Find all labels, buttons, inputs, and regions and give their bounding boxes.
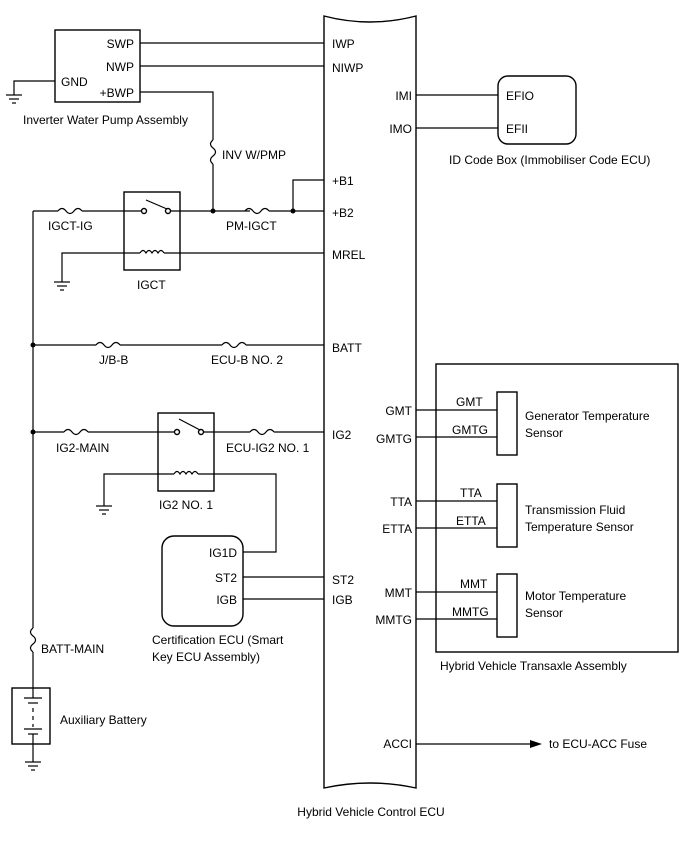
hv-ecu-label: Hybrid Vehicle Control ECU (297, 805, 444, 819)
fuse-label-jb-b: J/B-B (99, 353, 128, 367)
pin-mrel: MREL (332, 248, 366, 262)
wire-pump-gnd (13, 80, 55, 95)
cert-ecu-label-2: Key ECU Assembly) (152, 650, 260, 664)
auxiliary-battery-box (11, 687, 51, 745)
motor-sensor-label-2: Sensor (525, 606, 563, 620)
cert-ecu-label-1: Certification ECU (Smart (152, 633, 284, 647)
pin-acci: ACCI (383, 737, 412, 751)
gen-sensor-label-1: Generator Temperature (525, 409, 650, 423)
wire-b1 (292, 179, 324, 211)
id-code-box (497, 75, 577, 145)
acc-output-label: to ECU-ACC Fuse (549, 737, 647, 751)
inverter-pump-label: Inverter Water Pump Assembly (23, 113, 188, 127)
ig2-coil (173, 470, 199, 476)
generator-sensor-box (496, 391, 518, 456)
fuse-label-pm-igct: PM-IGCT (226, 219, 277, 233)
pin-tta: TTA (390, 495, 412, 509)
fuse-label-ecu-ig2-no1: ECU-IG2 NO. 1 (226, 441, 310, 455)
pump-pin-bwp: +BWP (100, 86, 134, 100)
fuse-icon-pm-igct (244, 207, 270, 215)
fluid-sensor-label-2: Temperature Sensor (525, 520, 634, 534)
ig2-no1-relay-box (157, 412, 215, 492)
cert-pin-igb: IGB (216, 593, 237, 607)
ground-icon-igct (54, 281, 70, 291)
pin-imo: IMO (389, 122, 412, 136)
pin-gmtg: GMTG (376, 432, 412, 446)
id-pin-efii: EFII (506, 122, 528, 136)
motor-pin-mmtg: MMTG (452, 605, 489, 619)
ground-icon-ig2 (96, 505, 112, 515)
pin-batt: BATT (332, 341, 362, 355)
arrow-right-icon (530, 740, 542, 748)
fluid-sensor-label-1: Transmission Fluid (525, 503, 625, 517)
pin-b2: +B2 (332, 206, 354, 220)
igct-switch-contact (145, 199, 168, 210)
fuse-icon-inv-wpmp (209, 139, 217, 165)
pin-mmt: MMT (385, 586, 413, 600)
motor-sensor-label-1: Motor Temperature (525, 589, 626, 603)
cert-pin-ig1d: IG1D (209, 546, 237, 560)
transaxle-label: Hybrid Vehicle Transaxle Assembly (440, 659, 627, 673)
fuse-label-inv-wpmp: INV W/PMP (222, 148, 286, 162)
ground-icon-pump (6, 94, 22, 104)
pin-mmtg: MMTG (375, 613, 412, 627)
fuse-icon-jb-b (95, 341, 121, 349)
fluid-pin-tta: TTA (460, 486, 482, 500)
gen-pin-gmt: GMT (456, 395, 483, 409)
pin-gmt: GMT (385, 404, 412, 418)
gen-sensor-label-2: Sensor (525, 426, 563, 440)
fuse-icon-ecu-b-no2 (221, 341, 247, 349)
cert-pin-st2: ST2 (215, 571, 237, 585)
wire-ig1d (198, 473, 277, 553)
id-pin-efio: EFIO (506, 89, 534, 103)
relay-label-ig2-no1: IG2 NO. 1 (159, 498, 213, 512)
pin-ig2: IG2 (332, 428, 352, 442)
gen-pin-gmtg: GMTG (452, 423, 488, 437)
pin-b1: +B1 (332, 174, 354, 188)
pump-pin-gnd: GND (61, 75, 88, 89)
pin-iwp: IWP (332, 37, 355, 51)
fuse-label-ig2-main: IG2-MAIN (56, 441, 109, 455)
battery-label: Auxiliary Battery (60, 713, 147, 727)
transaxle-box (435, 363, 679, 653)
fluid-pin-etta: ETTA (456, 514, 486, 528)
igct-relay-box (123, 191, 181, 271)
fuse-icon-igct-ig (57, 207, 83, 215)
hv-ecu-body (323, 15, 417, 789)
fluid-sensor-box (496, 483, 518, 548)
fuse-icon-ecu-ig2-no1 (249, 428, 275, 436)
pin-igb: IGB (332, 593, 353, 607)
motor-pin-mmt: MMT (460, 577, 488, 591)
fuse-icon-batt-main (29, 627, 37, 653)
fuse-icon-ig2-main (63, 428, 89, 436)
battery-icon (24, 688, 42, 744)
ground-icon-battery (25, 761, 41, 771)
ig2-switch-contact (178, 418, 201, 431)
pump-pin-swp: SWP (107, 37, 134, 51)
pin-niwp: NIWP (332, 61, 363, 75)
pin-imi: IMI (395, 89, 412, 103)
relay-label-igct: IGCT (137, 278, 166, 292)
wire-ig2-coil-gnd (103, 473, 174, 506)
id-code-box-label: ID Code Box (Immobiliser Code ECU) (449, 153, 650, 167)
igct-coil (139, 249, 165, 255)
fuse-label-batt-main: BATT-MAIN (41, 642, 104, 656)
pin-st2: ST2 (332, 573, 354, 587)
wire-igct-coil-gnd (61, 252, 140, 282)
certification-ecu-box (161, 535, 244, 627)
fuse-label-igct-ig: IGCT-IG (48, 219, 93, 233)
pump-pin-nwp: NWP (106, 60, 134, 74)
motor-sensor-box (496, 573, 518, 638)
fuse-label-ecu-b-no2: ECU-B NO. 2 (211, 353, 283, 367)
pin-etta: ETTA (382, 522, 412, 536)
wire-bwp (140, 91, 214, 140)
